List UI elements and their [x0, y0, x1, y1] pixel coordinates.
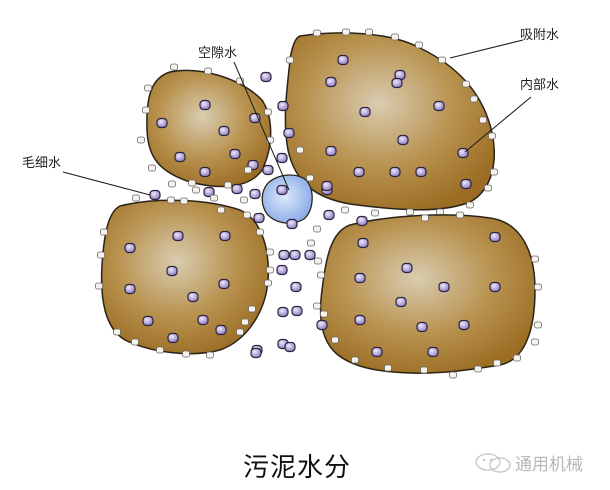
- leader-internal-water: [464, 96, 532, 153]
- label-capillary-water: 毛细水: [22, 156, 62, 171]
- sludge-particle-bottom-right: [313, 211, 542, 379]
- watermark: 通用机械: [474, 450, 583, 475]
- leader-pore-water: [233, 61, 290, 191]
- leader-lines: [62, 39, 532, 196]
- diagram-title: 污泥水分: [243, 453, 352, 483]
- leader-adsorbed-water: [449, 39, 524, 59]
- leader-capillary-water: [62, 171, 151, 196]
- label-internal-water: 内部水: [520, 78, 560, 93]
- label-pore-water: 空隙水: [198, 46, 238, 61]
- wechat-icon: [475, 452, 511, 473]
- pore-water-bubble: [261, 174, 313, 224]
- sludge-particle-top-left: [137, 63, 274, 194]
- sludge-particle-top-right: [284, 28, 498, 217]
- sludge-particle-bottom-left: [95, 189, 274, 359]
- watermark-text: 通用机械: [515, 455, 583, 475]
- label-adsorbed-water: 吸附水: [520, 28, 560, 43]
